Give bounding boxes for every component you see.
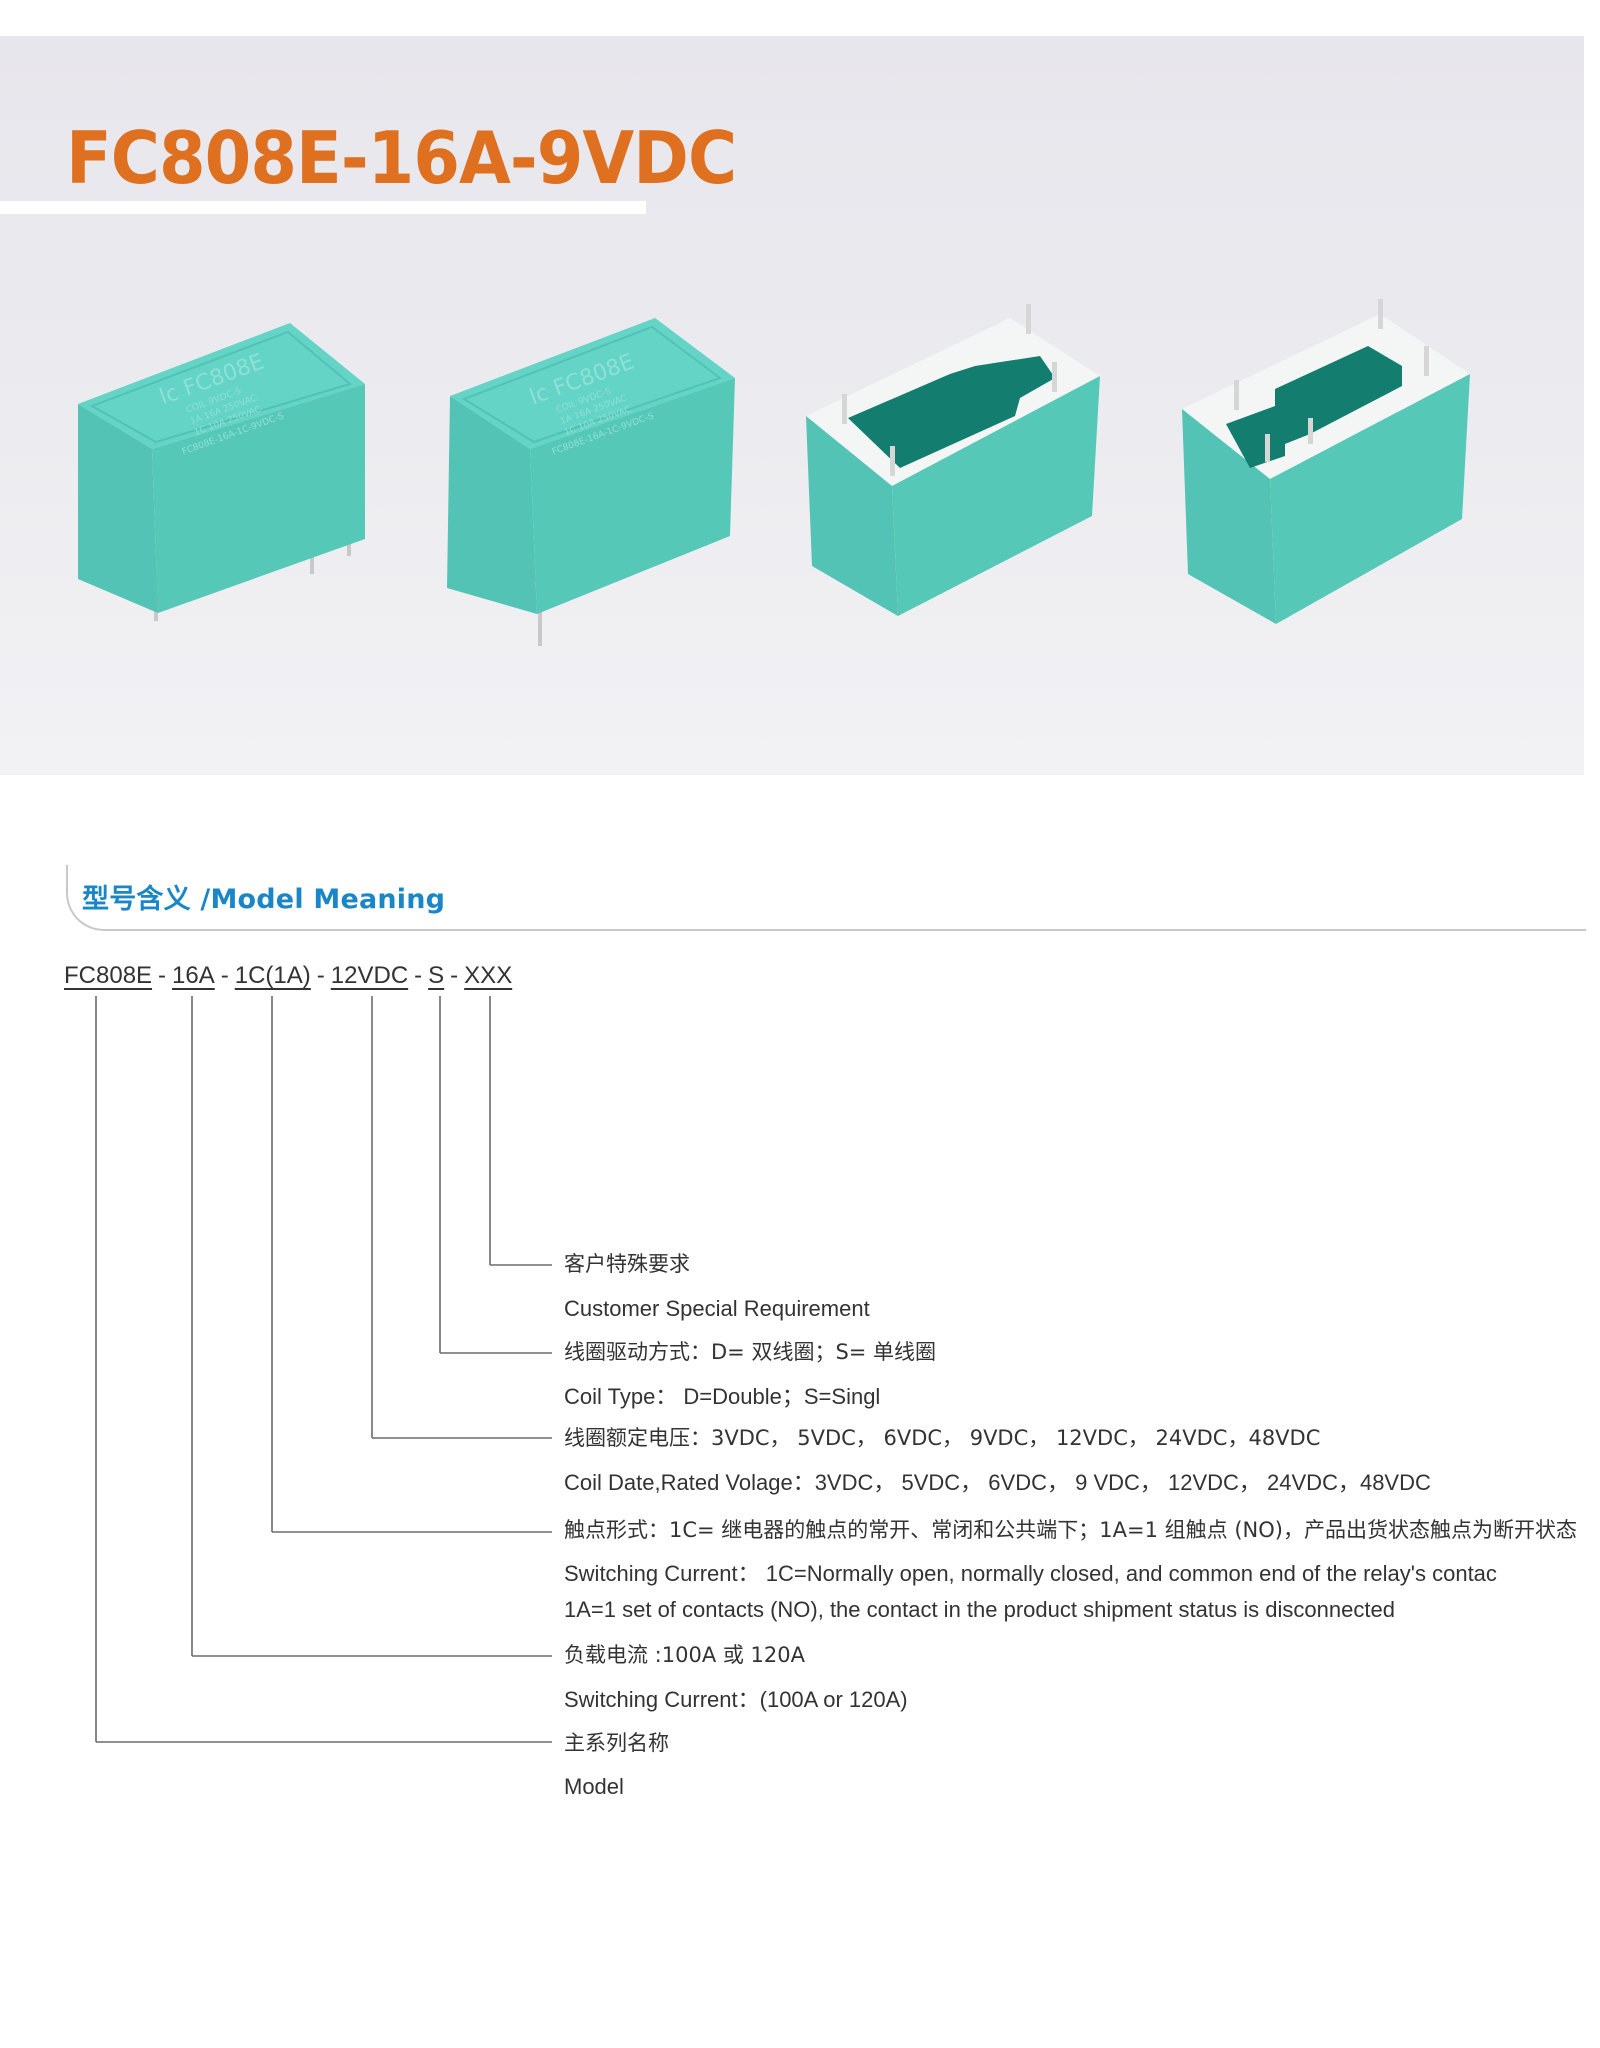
desc-custom-cn: 客户特殊要求 (564, 1252, 690, 1276)
code-separator: - (414, 962, 423, 989)
code-separator: - (220, 962, 229, 989)
desc-custom-en: Customer Special Requirement (564, 1296, 870, 1321)
relay-image-1: lc FC808E COIL 9VDC-S 1A 16A 250VAC 1C 1… (70, 276, 380, 656)
code-segment-voltage: 12VDC (330, 962, 409, 989)
section-title: 型号含义 /Model Meaning (82, 884, 446, 915)
desc-model-cn: 主系列名称 (564, 1731, 669, 1755)
desc-contact-en: Switching Current： 1C=Normally open, nor… (564, 1561, 1497, 1586)
desc-coil-type-cn: 线圈驱动方式：D= 双线圈；S= 单线圈 (564, 1340, 937, 1364)
desc-voltage-cn: 线圈额定电压：3VDC， 5VDC， 6VDC， 9VDC， 12VDC， 24… (564, 1426, 1321, 1450)
section-header-model-meaning: 型号含义 /Model Meaning (66, 865, 1586, 931)
title-underline-bar (0, 201, 646, 214)
code-segment-series: FC808E (64, 962, 153, 989)
code-separator: - (158, 962, 167, 989)
relay-image-4 (1180, 294, 1500, 674)
code-separator: - (316, 962, 325, 989)
desc-coil-type-en: Coil Type： D=Double；S=Singl (564, 1384, 881, 1409)
code-separator: - (450, 962, 459, 989)
desc-current-cn: 负载电流 :100A 或 120A (564, 1643, 805, 1667)
code-segment-coil-type: S (428, 962, 445, 989)
desc-model-en: Model (564, 1774, 624, 1799)
relay-image-3 (800, 286, 1120, 666)
desc-contact-cn: 触点形式：1C= 继电器的触点的常开、常闭和公共端下；1A=1 组触点 (NO)… (564, 1518, 1577, 1542)
code-segment-current: 16A (172, 962, 215, 989)
code-segment-contact: 1C(1A) (234, 962, 311, 989)
product-banner: FC808E-16A-9VDC lc FC808E COIL 9VDC-S 1A… (0, 36, 1584, 775)
desc-voltage-en: Coil Date,Rated Volage：3VDC， 5VDC， 6VDC，… (564, 1470, 1431, 1495)
desc-current-en: Switching Current：(100A or 120A) (564, 1687, 908, 1712)
product-title: FC808E-16A-9VDC (66, 116, 737, 200)
relay-image-2: lc FC808E COIL 9VDC-S 1A 16A 250VAC 1C 1… (430, 296, 750, 676)
desc-contact-en-2: 1A=1 set of contacts (NO), the contact i… (564, 1597, 1395, 1622)
code-segment-custom: XXX (464, 962, 513, 989)
model-code: FC808E-16A-1C(1A)-12VDC-S-XXX (64, 962, 512, 990)
